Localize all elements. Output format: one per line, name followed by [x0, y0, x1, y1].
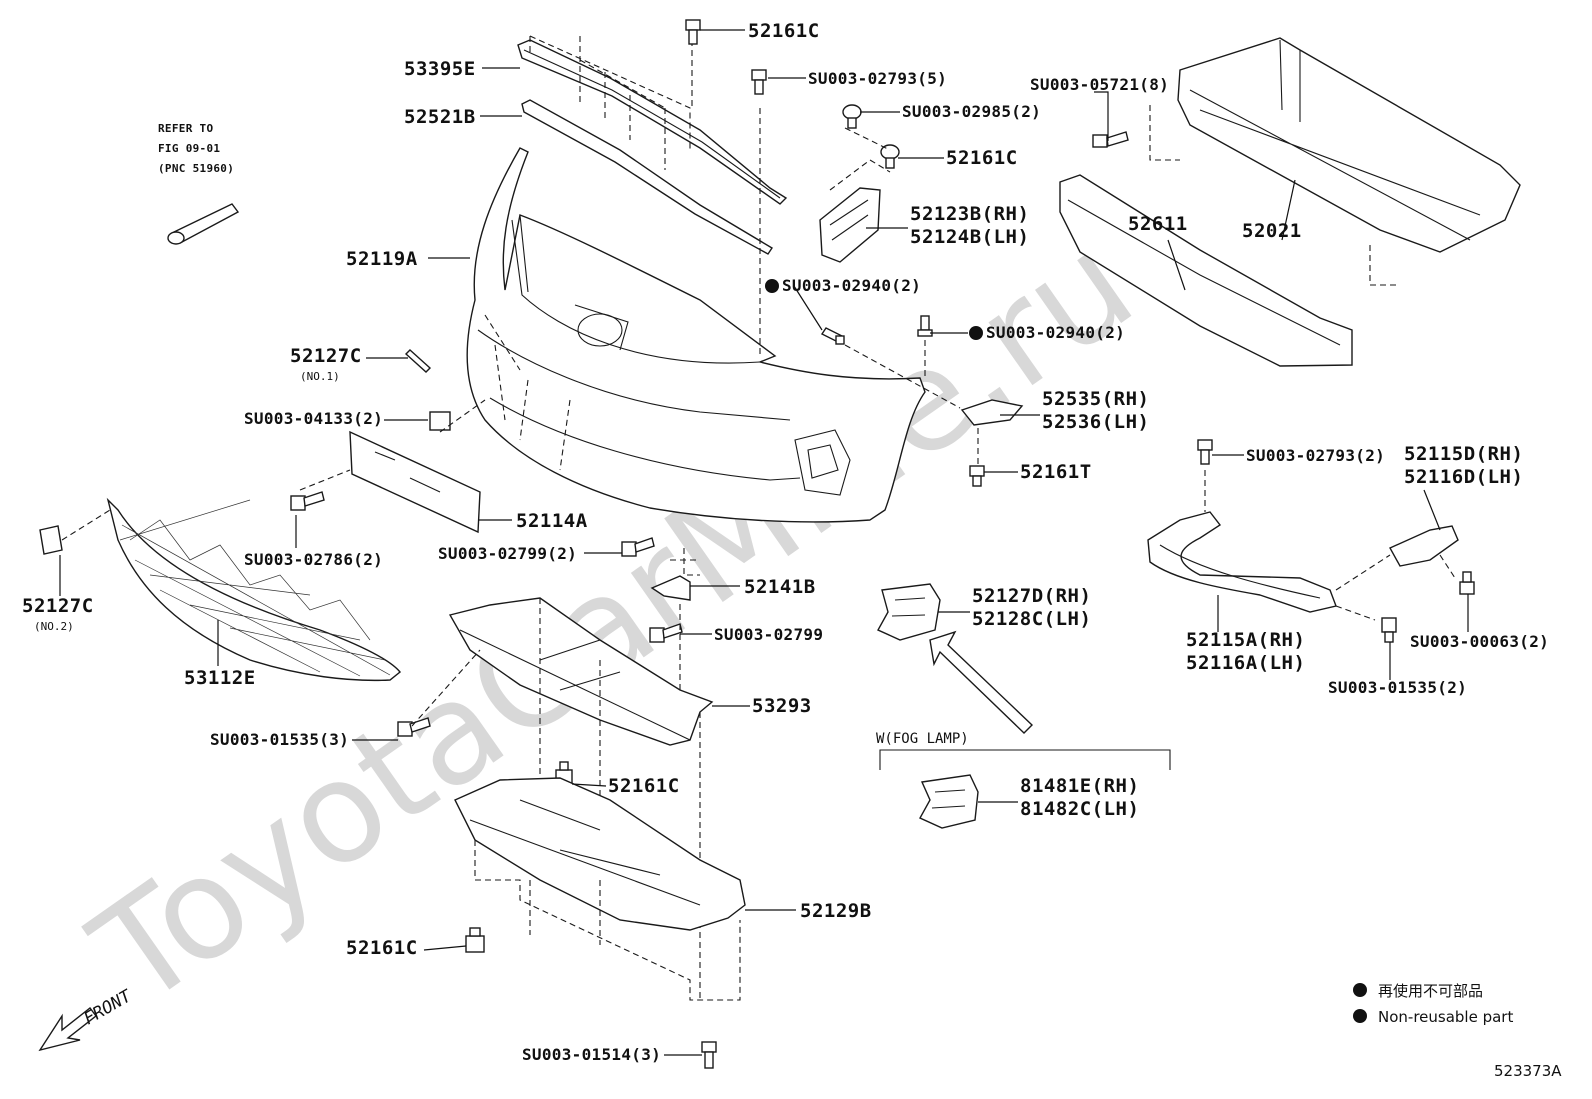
part-52115D-bracket: [1389, 525, 1459, 567]
bolt-icon: [701, 1041, 717, 1069]
label-52116D: 52116D(LH): [1404, 466, 1523, 488]
part-53395E: [517, 39, 788, 205]
label-52123B: 52123B(RH): [910, 203, 1029, 225]
label-su003-02793-2: SU003-02793(2): [1246, 446, 1385, 465]
bolt-icon: [685, 19, 701, 45]
part-52127D-garnish: [877, 583, 941, 641]
legend-japanese: 再使用不可部品: [1378, 982, 1483, 1000]
label-52127C-no1: 52127C: [290, 345, 362, 367]
bolt-icon: [621, 537, 655, 557]
label-su003-02793-5: SU003-02793(5): [808, 69, 947, 88]
part-53112E-grille: [106, 497, 401, 682]
label-su003-02786-2: SU003-02786(2): [244, 550, 383, 569]
label-su003-02985-2: SU003-02985(2): [902, 102, 1041, 121]
clip-icon: [465, 927, 485, 953]
part-52521B: [521, 99, 773, 255]
refer-line-3: (PNC 51960): [158, 162, 234, 175]
part-52129B-lower-cover: [454, 777, 746, 931]
part-52123B-bracket: [819, 187, 881, 263]
part-52141B-bracket: [650, 575, 691, 601]
label-52127D: 52127D(RH): [972, 585, 1091, 607]
part-52114A-bracket: [349, 430, 481, 534]
label-81481E: 81481E(RH): [1020, 775, 1139, 797]
label-52128C: 52128C(LH): [972, 608, 1091, 630]
label-52521B: 52521B: [404, 106, 476, 128]
label-52536: 52536(LH): [1042, 411, 1149, 433]
bolt-icon: [649, 623, 683, 643]
clip-icon: [429, 411, 451, 431]
label-su003-01514-3: SU003-01514(3): [522, 1045, 661, 1064]
label-53112E: 53112E: [184, 667, 256, 689]
label-su003-01535-2: SU003-01535(2): [1328, 678, 1467, 697]
figure-id: 523373A: [1494, 1062, 1562, 1080]
clip-icon: [880, 144, 900, 169]
label-53395E: 53395E: [404, 58, 476, 80]
part-52535-retainer: [960, 399, 1024, 426]
label-52161C-low: 52161C: [608, 775, 680, 797]
label-52161C-bottom: 52161C: [346, 937, 418, 959]
label-52129B: 52129B: [800, 900, 872, 922]
label-52611: 52611: [1128, 213, 1188, 235]
label-53293: 53293: [752, 695, 812, 717]
label-52161C-top: 52161C: [748, 20, 820, 42]
label-52127C-no2: 52127C: [22, 595, 94, 617]
clip-icon: [969, 465, 985, 487]
label-fog-lamp: W(FOG LAMP): [876, 731, 969, 747]
legend-english: Non-reusable part: [1378, 1008, 1513, 1026]
label-52119A: 52119A: [346, 248, 418, 270]
label-52021: 52021: [1242, 220, 1302, 242]
label-52114A: 52114A: [516, 510, 588, 532]
label-su003-02940-a: SU003-02940(2): [782, 276, 921, 295]
label-52161C-mid: 52161C: [946, 147, 1018, 169]
label-52535: 52535(RH): [1042, 388, 1149, 410]
bolt-icon: [1459, 571, 1475, 595]
label-81482C: 81482C(LH): [1020, 798, 1139, 820]
part-52127C-no2: [39, 525, 63, 555]
label-front: FRONT: [81, 986, 137, 1030]
label-52115D: 52115D(RH): [1404, 443, 1523, 465]
clip-icon: [842, 104, 862, 129]
label-su003-01535-3: SU003-01535(3): [210, 730, 349, 749]
bolt-icon: [1197, 439, 1213, 465]
bolt-icon: [290, 491, 325, 511]
bolt-icon: [1092, 131, 1129, 148]
label-52124B: 52124B(LH): [910, 226, 1029, 248]
part-52021-reinforcement: [1149, 37, 1521, 286]
label-52127C-no1-note: (NO.1): [300, 370, 340, 383]
part-52127C-no1: [404, 349, 432, 373]
part-52115A-bracket: [1147, 511, 1337, 613]
label-52116A: 52116A(LH): [1186, 652, 1305, 674]
refer-line-1: REFER TO: [158, 122, 213, 135]
bolt-icon: [1381, 617, 1397, 643]
non-reusable-dot-icon: [1353, 1009, 1367, 1023]
label-su003-04133-2: SU003-04133(2): [244, 409, 383, 428]
refer-note: REFER TO FIG 09-01 (PNC 51960): [158, 122, 240, 245]
label-su003-02940-b: SU003-02940(2): [986, 323, 1125, 342]
part-52611-absorber: [1059, 174, 1353, 367]
label-su003-02799-2: SU003-02799(2): [438, 544, 577, 563]
non-reusable-dot-icon: [969, 326, 983, 340]
non-reusable-dot-icon: [1353, 983, 1367, 997]
legend: 再使用不可部品 Non-reusable part: [1353, 982, 1513, 1026]
label-52115A: 52115A(RH): [1186, 629, 1305, 651]
bolt-icon: [751, 69, 767, 95]
part-81481E-garnish: [919, 774, 979, 829]
label-su003-00063-2: SU003-00063(2): [1410, 632, 1549, 651]
refer-line-2: FIG 09-01: [158, 142, 220, 155]
label-su003-02799: SU003-02799: [714, 625, 823, 644]
front-arrow-icon: [38, 1007, 97, 1052]
clip-icon: [820, 327, 845, 345]
label-52141B: 52141B: [744, 576, 816, 598]
bolt-icon: [397, 717, 431, 737]
non-reusable-dot-icon: [765, 279, 779, 293]
label-52127C-no2-note: (NO.2): [34, 620, 74, 633]
label-su003-05721-8: SU003-05721(8): [1030, 75, 1169, 94]
guide-arrow: [929, 630, 1034, 734]
label-52161T: 52161T: [1020, 461, 1092, 483]
part-52119A-bumper-cover: [466, 147, 926, 523]
